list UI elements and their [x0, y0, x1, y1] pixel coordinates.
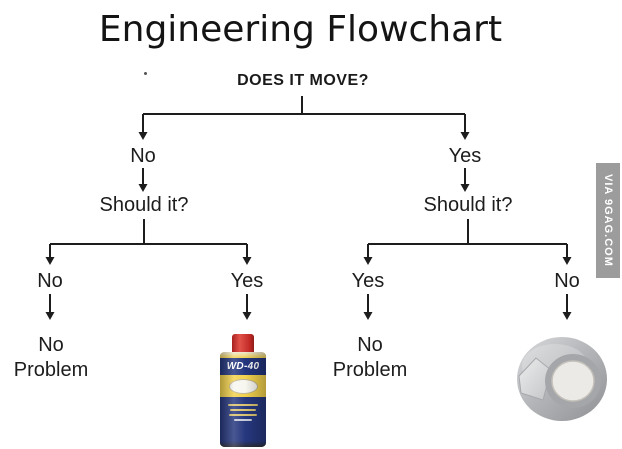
wd40-neck [220, 352, 266, 358]
outcome-line: Problem [332, 359, 408, 381]
outcome-line: No [357, 334, 383, 356]
branch-no-label: No [130, 145, 156, 167]
wd40-brand-label: WD-40 [220, 358, 266, 375]
arrowheads [45, 132, 572, 320]
outcome-no-problem-left: No Problem [14, 333, 88, 383]
wd40-fineprint-line [228, 414, 258, 416]
wd40-body: WD-40 [220, 352, 266, 447]
leaf-yes-inner-right-label: Yes [351, 270, 385, 292]
should-it-left-label: Should it? [99, 194, 189, 216]
wd40-shield-area [220, 375, 266, 397]
wd40-shield-logo [228, 378, 258, 394]
wd40-fineprint-line [233, 419, 253, 421]
branch-yes-label: Yes [448, 145, 482, 167]
wd40-can-image: WD-40 [220, 334, 266, 447]
leaf-no-outer-left-label: No [37, 270, 63, 292]
duct-tape-image [517, 337, 607, 421]
wd40-fineprint-line [228, 404, 258, 406]
outcome-line: No [38, 334, 64, 356]
outcome-no-problem-right: No Problem [333, 333, 407, 383]
wd40-lower-label [220, 397, 266, 441]
leaf-yes-inner-left-label: Yes [230, 270, 264, 292]
outcome-line: Problem [13, 359, 89, 381]
should-it-right-label: Should it? [423, 194, 513, 216]
page-title: Engineering Flowchart [98, 9, 503, 50]
wd40-cap [232, 334, 254, 353]
watermark-9gag: VIA 9GAG.COM [596, 163, 620, 278]
tape-core [551, 360, 595, 402]
wd40-can-bottom [220, 441, 266, 447]
wd40-fineprint-line [229, 409, 257, 411]
root-question: DOES IT MOVE? [237, 72, 369, 89]
leaf-no-outer-right-label: No [554, 270, 580, 292]
speck-artifact [144, 72, 147, 75]
